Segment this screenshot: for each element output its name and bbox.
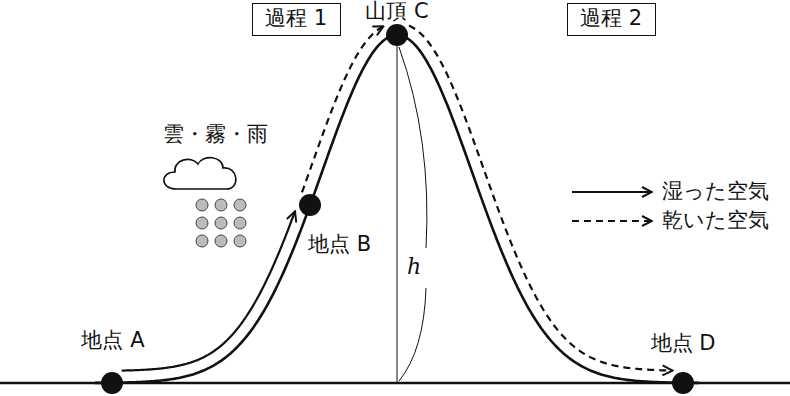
node-text: 地点 A	[81, 329, 144, 352]
legend-text: 乾いた空気	[662, 209, 769, 232]
process-box: 過程 1	[252, 3, 341, 36]
point-marker: 地点 A	[101, 372, 123, 394]
node-text: 過程 1	[265, 7, 327, 30]
point-dot	[386, 24, 408, 46]
rain-drops	[196, 199, 246, 247]
node-text: 地点 B	[308, 233, 371, 256]
node-text: 山頂 C	[365, 0, 428, 23]
legend-item: 乾いた空気	[662, 209, 769, 232]
point-marker: 地点 D	[672, 372, 694, 394]
point-dot	[672, 372, 694, 394]
height-line	[397, 46, 398, 383]
node-text: 地点 D	[651, 332, 716, 355]
dry-air-arrow	[409, 26, 673, 371]
point-marker: 地点 B	[299, 194, 321, 216]
dry-air-arrow	[302, 26, 383, 192]
point-label: 地点 B	[308, 233, 371, 256]
label-text: h	[407, 255, 421, 279]
summit-point: 山頂 C	[386, 24, 408, 46]
weather-label: 雲・霧・雨	[163, 123, 268, 146]
cloud-symbol	[164, 158, 236, 189]
height-bracket	[399, 47, 427, 248]
moist-air-arrow	[122, 211, 295, 370]
height-bracket	[399, 288, 426, 381]
legend-text: 湿った空気	[662, 180, 769, 203]
point-dot	[299, 194, 321, 216]
point-label: 山頂 C	[365, 0, 428, 23]
mountain-profile	[95, 35, 699, 383]
process-box: 過程 2	[567, 3, 656, 36]
node-text: 過程 2	[580, 7, 642, 30]
legend-sample	[572, 221, 652, 222]
legend-sample	[572, 192, 652, 193]
legend-item: 湿った空気	[662, 180, 769, 203]
point-dot	[101, 372, 123, 394]
height-label: h	[407, 255, 421, 279]
point-label: 地点 D	[651, 332, 716, 355]
label-text: 雲・霧・雨	[163, 123, 268, 146]
point-label: 地点 A	[81, 329, 144, 352]
